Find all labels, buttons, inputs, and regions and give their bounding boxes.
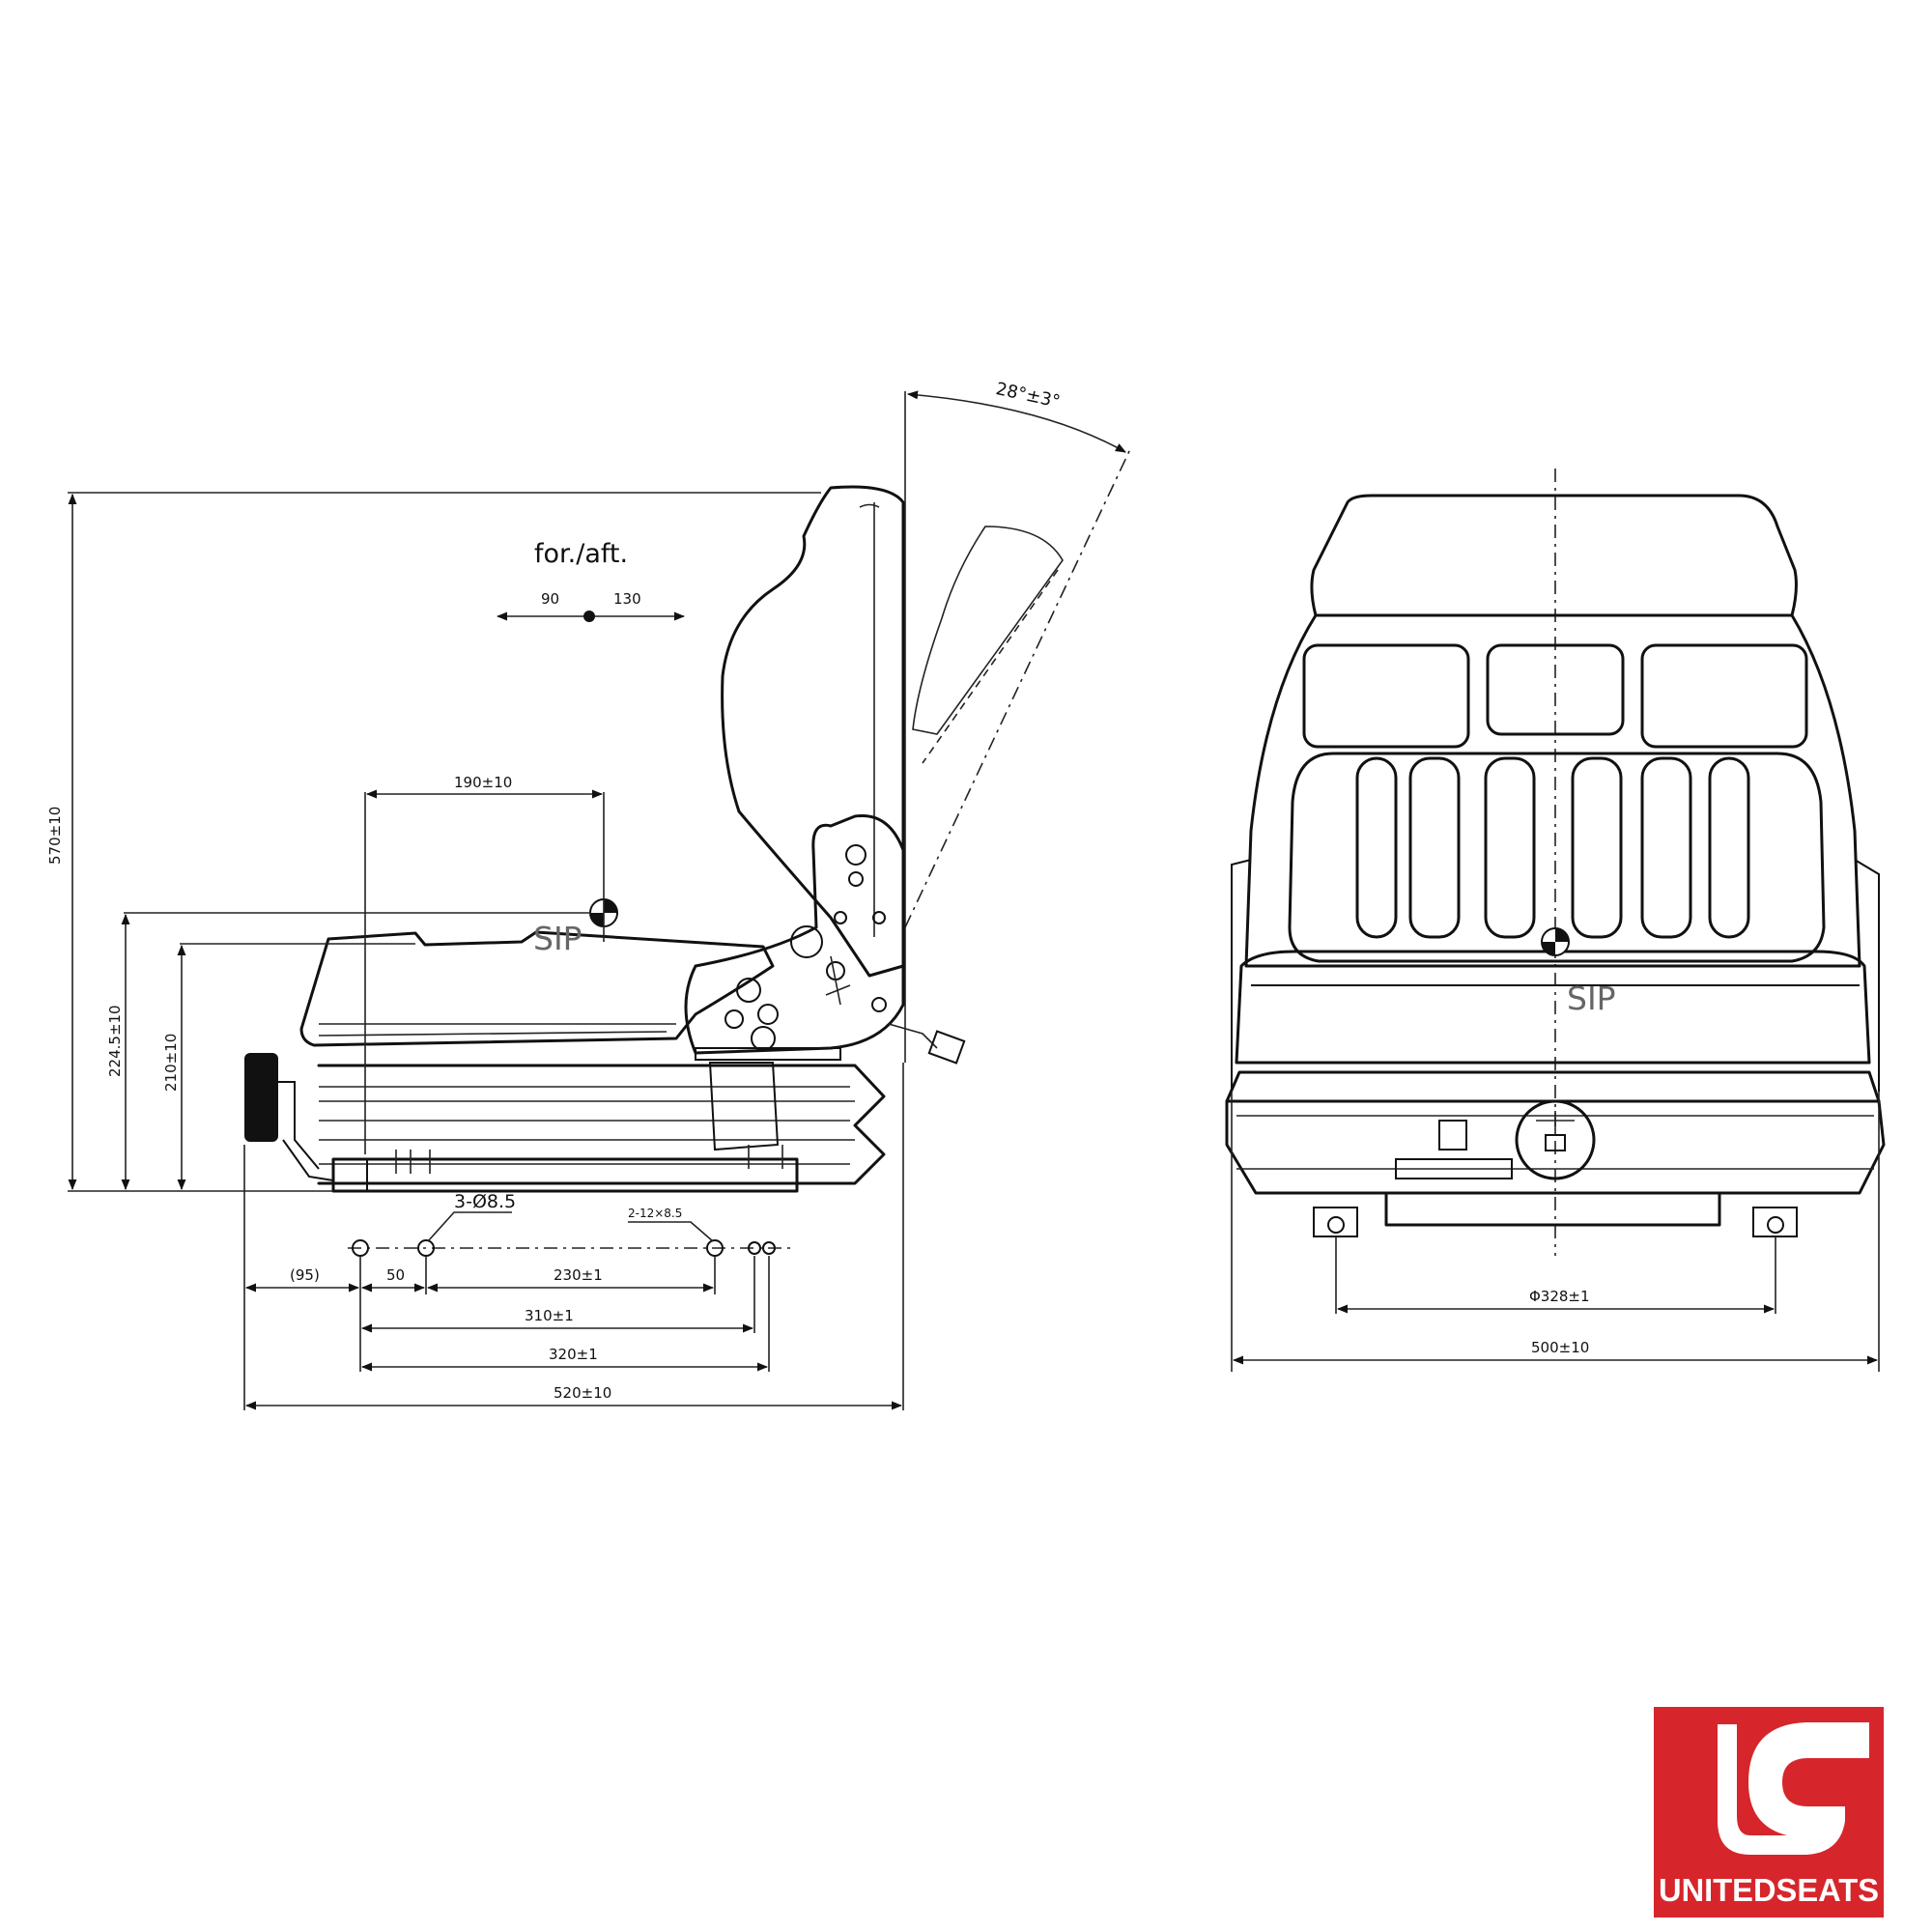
dim-50: 50 (386, 1266, 405, 1284)
dim-210: 210±10 (162, 1034, 180, 1092)
unitedseats-logo: UNITEDSEATS (1654, 1707, 1884, 1918)
side-view: 28°±3° (46, 379, 1131, 1410)
mount-hole (762, 1241, 776, 1255)
weight-dial (1515, 1099, 1596, 1180)
front-view: SIP Φ328±1 500±10 (1225, 469, 1886, 1372)
sip-label-front: SIP (1567, 980, 1616, 1017)
sip-label-side: SIP (533, 920, 582, 957)
suspension-base (244, 1047, 886, 1193)
holes-2-label: 2-12×8.5 (628, 1207, 682, 1220)
aft-value: 130 (613, 590, 641, 608)
front-cushion-outline (1235, 950, 1871, 1065)
dim-95: (95) (290, 1266, 320, 1284)
dim-224: 224.5±10 (106, 1005, 124, 1077)
reclined-backrest-ghost (912, 526, 1064, 735)
recline-angle-label: 28°±3° (994, 379, 1062, 412)
headrest-outline (1310, 494, 1798, 617)
dim-500: 500±10 (1531, 1339, 1589, 1356)
dim-328: Φ328±1 (1529, 1288, 1590, 1305)
mount-hole (748, 1241, 761, 1255)
dim-190: 190±10 (454, 774, 512, 791)
backrest-outline (721, 485, 905, 978)
fore-value: 90 (541, 590, 559, 608)
front-backrest-outline (1244, 613, 1861, 968)
dim-320: 320±1 (549, 1346, 598, 1363)
dim-520: 520±10 (554, 1384, 611, 1402)
recline-mechanism (684, 813, 966, 1065)
dim-230: 230±1 (554, 1266, 603, 1284)
fore-aft-title: for./aft. (534, 539, 628, 569)
logo-text: UNITEDSEATS (1659, 1872, 1879, 1908)
holes-3-label: 3-Ø8.5 (454, 1191, 516, 1212)
dim-310: 310±1 (525, 1307, 574, 1324)
recline-angle-arc (906, 390, 1126, 453)
weight-adjust-knob (244, 1053, 278, 1142)
dim-570: 570±10 (46, 807, 64, 865)
